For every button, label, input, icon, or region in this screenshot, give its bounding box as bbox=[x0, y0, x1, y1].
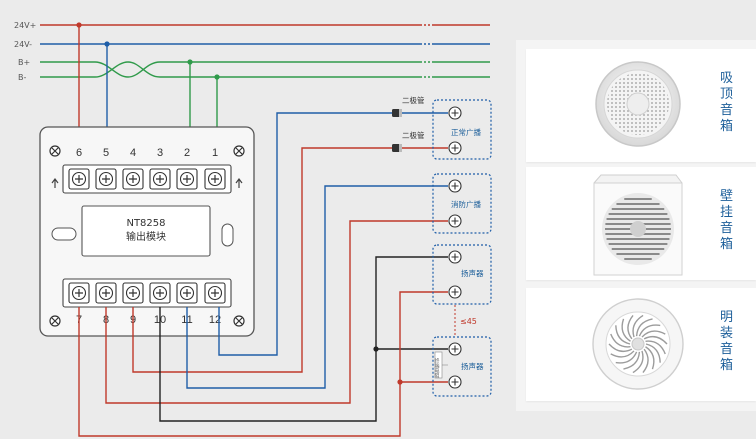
zone-box bbox=[432, 336, 492, 397]
wall-speaker-icon bbox=[593, 174, 683, 276]
bus-label: 24V+ bbox=[14, 21, 36, 30]
screw-icon bbox=[233, 145, 245, 157]
screw-icon bbox=[49, 315, 61, 327]
terminal-number: 2 bbox=[184, 147, 190, 159]
terminal-number: 1 bbox=[212, 147, 218, 159]
zone-box bbox=[432, 99, 492, 160]
distance-label: ≤45 bbox=[460, 317, 477, 326]
terminal-number: 4 bbox=[130, 147, 136, 159]
wiring-diagram: 24V+ 24V- B+ B- bbox=[14, 21, 492, 437]
speaker-card: 吸顶音箱 bbox=[526, 49, 756, 162]
terminal-screw bbox=[68, 282, 90, 304]
speaker-name: 明装音箱 bbox=[720, 310, 734, 373]
terminal-screw bbox=[68, 168, 90, 190]
zone-terminal bbox=[448, 141, 462, 155]
zone-terminal bbox=[448, 214, 462, 228]
zone-label: 正常广播 bbox=[451, 127, 481, 137]
terminal-screw bbox=[176, 282, 198, 304]
bus-line-b-plus bbox=[40, 61, 420, 78]
zone-box bbox=[432, 244, 492, 305]
zone-terminal bbox=[448, 285, 462, 299]
zone-terminal bbox=[448, 250, 462, 264]
output-wires bbox=[78, 112, 448, 437]
terminal-screw bbox=[149, 282, 171, 304]
bus-label: B+ bbox=[18, 58, 30, 67]
module-name: 输出模块 bbox=[126, 230, 166, 243]
screw-icon bbox=[49, 145, 61, 157]
bus-line-b-minus bbox=[40, 61, 420, 78]
terminal-screw bbox=[176, 168, 198, 190]
speaker-name: 壁挂音箱 bbox=[720, 189, 734, 252]
zone-label: 消防广播 bbox=[451, 199, 481, 209]
terminal-screw bbox=[204, 282, 226, 304]
terminal-screw bbox=[95, 168, 117, 190]
ceiling-speaker-icon bbox=[595, 61, 681, 147]
zone-box bbox=[432, 173, 492, 234]
bus-label: B- bbox=[18, 73, 26, 82]
up-arrow-icon bbox=[51, 178, 59, 188]
screw-icon bbox=[233, 315, 245, 327]
bus-label: 24V- bbox=[14, 40, 32, 49]
speaker-card: 明装音箱 bbox=[526, 288, 756, 401]
zone-label: 扬声器 bbox=[461, 268, 484, 278]
speaker-name: 吸顶音箱 bbox=[720, 71, 734, 134]
bus-lines: 24V+ 24V- B+ B- bbox=[14, 21, 490, 82]
terminal-screw bbox=[122, 168, 144, 190]
diode-label: 二极管 bbox=[402, 130, 425, 140]
resistor-label: 终端电阻 bbox=[434, 357, 440, 379]
terminal-number: 3 bbox=[157, 147, 163, 159]
output-module: NT8258 输出模块 6 5 4 3 2 1 7 8 9 10 11 12 bbox=[39, 126, 255, 337]
terminal-number: 12 bbox=[209, 314, 221, 326]
speaker-panel: 吸顶音箱 壁挂音箱 明装音箱 bbox=[516, 40, 756, 411]
diode-icon bbox=[392, 109, 402, 117]
diode-label: 二极管 bbox=[402, 95, 425, 105]
up-arrow-icon bbox=[235, 178, 243, 188]
speaker-card: 壁挂音箱 bbox=[526, 167, 756, 280]
terminal-screw bbox=[122, 282, 144, 304]
terminal-screw bbox=[95, 282, 117, 304]
module-model: NT8258 bbox=[126, 218, 165, 229]
terminal-screw bbox=[204, 168, 226, 190]
terminal-number: 5 bbox=[103, 147, 109, 159]
surface-speaker-icon bbox=[592, 298, 684, 390]
diode-icon bbox=[392, 144, 402, 152]
zone-terminal bbox=[448, 106, 462, 120]
zone-terminal bbox=[448, 342, 462, 356]
zone-label: 扬声器 bbox=[461, 361, 484, 371]
terminal-screw bbox=[149, 168, 171, 190]
terminal-number: 6 bbox=[76, 147, 82, 159]
zone-terminal bbox=[448, 375, 462, 389]
zone-terminal bbox=[448, 179, 462, 193]
